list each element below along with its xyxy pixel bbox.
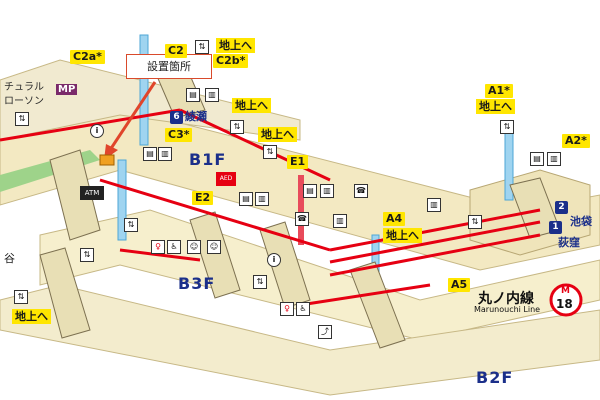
exit-a2: A2*	[562, 134, 590, 148]
store-natural: チュラル	[4, 82, 44, 93]
ogikubo-platform-number: 1	[549, 220, 562, 234]
family-toilet-icon: ☺	[187, 240, 201, 254]
elevator-icon-mid: ⇅	[230, 120, 244, 134]
ticket-machine-icon-aed: ▤	[239, 192, 253, 206]
to-ground-sign-mid1: 地上へ	[232, 98, 271, 113]
coin-locker-icon-aed: ▥	[255, 192, 269, 206]
coin-locker-icon-e1: ▥	[320, 184, 334, 198]
shaft-c2	[139, 34, 149, 146]
line-badge-circle	[549, 283, 583, 317]
callout-pointer-line	[108, 81, 157, 151]
exit-a5: A5	[448, 278, 471, 292]
to-ground-sign-a4: 地上へ	[383, 228, 422, 243]
coin-locker-icon-a4: ▥	[427, 198, 441, 212]
phone-icon-lower: ☎	[295, 212, 309, 226]
elevator-icon-e1: ⇅	[263, 145, 277, 159]
toilet-icon: ♀	[151, 240, 165, 254]
ticket-machine-icon-e1: ▤	[303, 184, 317, 198]
elevator-icon-bottom-left: ⇅	[14, 290, 28, 304]
elevator-icon: ⇅	[195, 40, 209, 54]
elevator-icon-far-left: ⇅	[15, 112, 29, 126]
aed-location-marker	[99, 154, 115, 166]
marunouchi-line-jp: 丸ノ内線	[478, 291, 534, 307]
phone-icon: ☎	[354, 184, 368, 198]
accessible-toilet-icon: ♿	[167, 240, 181, 254]
ticket-machine-icon-right: ▤	[530, 152, 544, 166]
escalator-icon: ⤴	[318, 325, 332, 339]
exit-c2-partial: C2	[165, 44, 187, 58]
info-icon-lower: i	[267, 253, 281, 267]
direction-ogikubo: 1	[549, 220, 564, 234]
coin-locker-icon-upper: ▥	[205, 88, 219, 102]
atm-icon: ATM	[80, 186, 104, 200]
to-ground-sign-bottom-left: 地上へ	[12, 309, 51, 324]
shaft-e1	[298, 175, 304, 245]
coin-locker-icon-right: ▥	[547, 152, 561, 166]
elevator-icon-b3f-mid: ⇅	[253, 275, 267, 289]
shaft-mid	[117, 159, 127, 241]
to-ground-sign-right: 地上へ	[476, 99, 515, 114]
ayase-label: 綾瀬	[185, 110, 207, 123]
store-lawson: ローソン	[4, 96, 44, 107]
to-ground-sign-top: 地上へ	[216, 38, 255, 53]
exit-c2b: C2b*	[213, 54, 249, 68]
elevator-icon-a1: ⇅	[500, 120, 514, 134]
elevator-icon-b3f: ⇅	[124, 218, 138, 232]
ticket-machine-icon: ▤	[186, 88, 200, 102]
exit-a1: A1*	[485, 84, 513, 98]
accessible-toilet-icon-lower: ♿	[296, 302, 310, 316]
ayase-line-number: 6	[170, 110, 183, 124]
coin-locker-icon-phone: ▥	[333, 214, 347, 228]
line-badge-letter: M	[561, 286, 570, 296]
nursing-room-icon: ☺	[207, 240, 221, 254]
coin-locker-icon: ▥	[158, 147, 172, 161]
ikebukuro-label: 池袋	[570, 215, 592, 228]
floor-label-b3f: B3F	[178, 274, 216, 293]
station-name-partial: 谷	[4, 252, 15, 265]
floor-label-b1f: B1F	[189, 150, 227, 169]
elevator-icon-left: ⇅	[80, 248, 94, 262]
b2f-platform	[0, 284, 600, 396]
exit-e2: E2	[192, 191, 214, 205]
ogikubo-label: 荻窪	[558, 236, 580, 249]
toilet-icon-lower: ♀	[280, 302, 294, 316]
aed-icon: AED	[216, 172, 236, 186]
floor-label-b2f: B2F	[476, 368, 514, 387]
store-mp: MP	[56, 84, 78, 95]
elevator-icon-a4: ⇅	[468, 215, 482, 229]
to-ground-sign-mid2: 地上へ	[258, 127, 297, 142]
exit-e1: E1	[287, 155, 309, 169]
line-badge-number: 18	[556, 297, 573, 311]
direction-ikebukuro: 2	[555, 200, 570, 214]
exit-a4: A4	[383, 212, 406, 226]
escalators	[39, 51, 561, 349]
marunouchi-line-en: Marunouchi Line	[474, 305, 541, 314]
ikebukuro-platform-number: 2	[555, 200, 568, 214]
exit-c3: C3*	[165, 128, 193, 142]
exit-c2a: C2a*	[70, 50, 105, 64]
info-icon: i	[90, 124, 104, 138]
ticket-icon: ▤	[143, 147, 157, 161]
